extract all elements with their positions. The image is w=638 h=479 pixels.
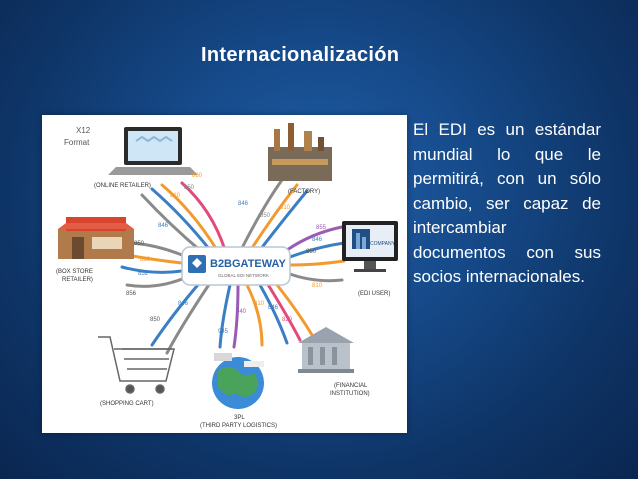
store-icon [58, 217, 134, 259]
code-label: 852 [138, 271, 149, 277]
edi-network-illustration: X12 Format (ONLINE RETAILER) (FACTORY) [56, 123, 398, 429]
node-financial-2: INSTITUTION) [330, 391, 370, 397]
code-label: 820 [282, 317, 293, 323]
code-label: 850 [134, 241, 145, 247]
edi-network-diagram: X12 Format (ONLINE RETAILER) (FACTORY) [42, 115, 407, 433]
node-online-retailer: (ONLINE RETAILER) [94, 183, 151, 189]
hub-subtitle: GLOBAL EDI NETWORK [218, 273, 269, 278]
factory-icon [268, 123, 332, 181]
code-label: 846 [158, 223, 169, 229]
node-shopping-cart: (SHOPPING CART) [100, 401, 154, 407]
document-codes: 860 850 810 846 846 850 810 850 810 852 … [126, 173, 327, 335]
slide-title: Internacionalización [201, 44, 400, 66]
b2bgateway-hub: B2BGATEWAY GLOBAL EDI NETWORK [181, 246, 291, 286]
code-label: 810 [280, 205, 291, 211]
code-label: 810 [170, 193, 181, 199]
code-label: 945 [218, 329, 229, 335]
node-financial: (FINANCIAL [334, 383, 368, 389]
node-3pl: 3PL [234, 415, 245, 421]
node-box-store: (BOX STORE [56, 269, 93, 275]
code-label: 860 [192, 173, 203, 179]
bullet-text: El EDI es un estándar mundial lo que le … [413, 120, 601, 286]
monitor-icon [342, 221, 398, 272]
node-factory: (FACTORY) [288, 189, 320, 195]
bank-icon [298, 327, 354, 373]
laptop-icon [108, 127, 198, 175]
bullet-marker [392, 124, 400, 132]
hub-brand: B2BGATEWAY [210, 258, 286, 270]
code-label: 846 [312, 237, 323, 243]
code-label: 846 [238, 201, 249, 207]
code-label: 810 [312, 283, 323, 289]
node-edi-user: (EDI USER) [358, 291, 390, 297]
code-label: 850 [306, 249, 317, 255]
code-label: 850 [150, 317, 161, 323]
code-label: 940 [236, 309, 247, 315]
node-box-store-2: RETAILER) [62, 277, 93, 283]
code-label: 810 [140, 257, 151, 263]
company-label: COMPANY [370, 241, 396, 247]
globe-icon [212, 353, 264, 409]
code-label: 810 [254, 301, 265, 307]
format-label-2: Format [64, 138, 90, 147]
code-label: 846 [178, 301, 189, 307]
code-label: 846 [268, 305, 279, 311]
format-label: X12 [76, 126, 91, 135]
code-label: 855 [316, 225, 327, 231]
shopping-cart-icon [98, 336, 175, 394]
code-label: 850 [260, 213, 271, 219]
code-label: 850 [184, 185, 195, 191]
code-label: 856 [126, 291, 137, 297]
node-3pl-2: (THIRD PARTY LOGISTICS) [200, 423, 277, 429]
